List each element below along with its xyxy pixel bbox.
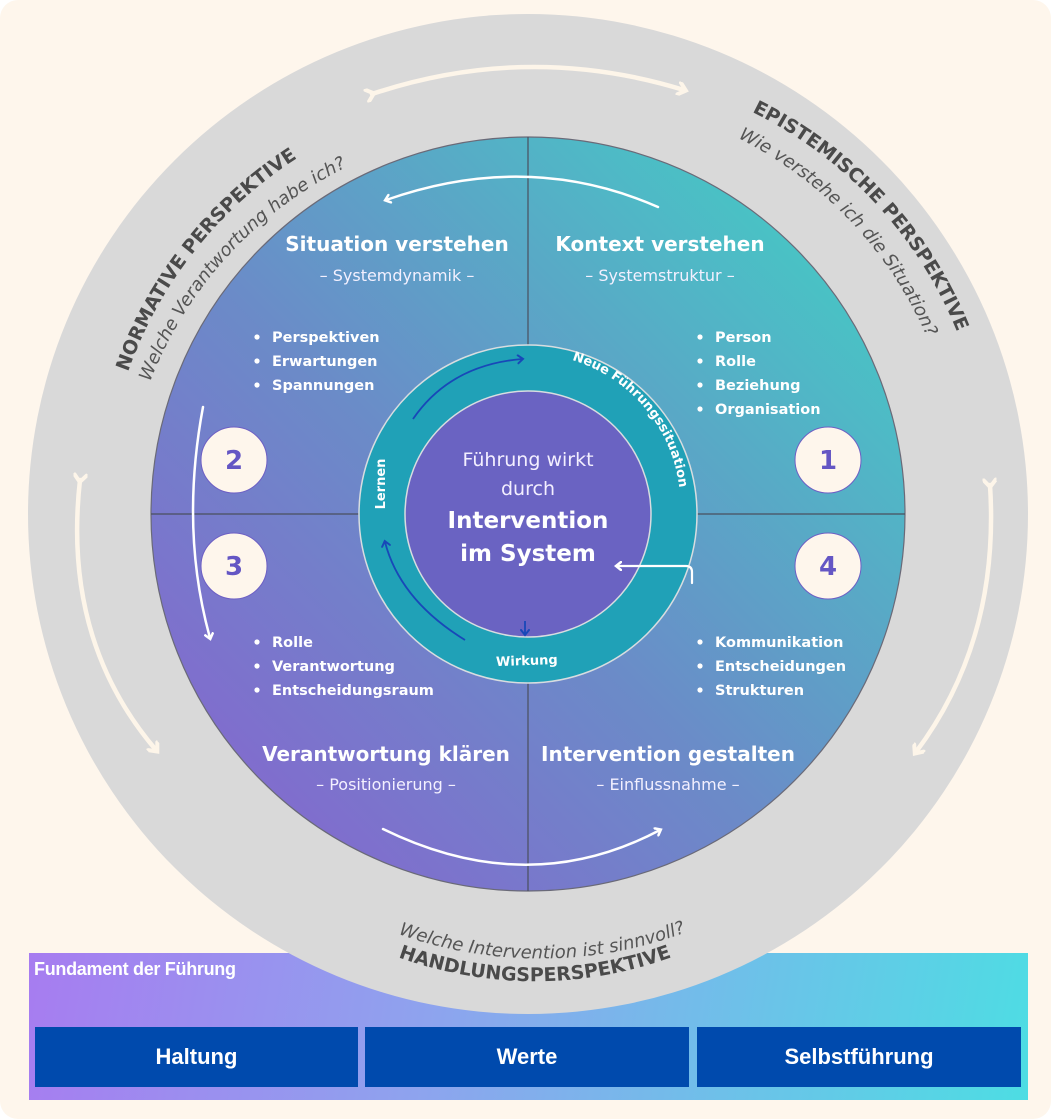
pillar-haltung: Haltung — [35, 1027, 358, 1087]
pillar-werte: Werte — [365, 1027, 689, 1087]
cycle-label-effect: Wirkung — [496, 653, 558, 670]
list-item: Rolle — [272, 635, 313, 651]
bullet-dot — [697, 406, 703, 412]
quadrant-items: Rolle Verantwortung Entscheidungsraum — [254, 635, 434, 699]
cycle-label-learning: Lernen — [374, 459, 389, 510]
foundation-title: Fundament der Führung — [34, 959, 236, 979]
quadrant-items: Person Rolle Beziehung Organisation — [697, 330, 821, 418]
bullet-dot — [697, 382, 703, 388]
center-line-4: im System — [460, 541, 596, 567]
quadrant-title: Verantwortung klären — [262, 742, 510, 766]
inner-arrow-left — [191, 405, 210, 638]
quadrant-responsibility: 3 Rolle Verantwortung Entscheidungsraum … — [200, 532, 510, 794]
center-circle — [404, 390, 652, 638]
step-badge — [794, 532, 862, 600]
list-item: Erwartungen — [272, 354, 378, 370]
bullet-dot — [697, 663, 703, 669]
list-item: Beziehung — [715, 378, 800, 394]
cycle-arrow-left — [381, 539, 466, 641]
outer-arrow-top — [372, 64, 684, 94]
step-number: 2 — [225, 446, 243, 476]
bullet-dot — [254, 382, 260, 388]
pillar-selbstfuehrung: Selbstführung — [697, 1027, 1021, 1087]
list-item: Strukturen — [715, 683, 804, 699]
bullet-dot — [697, 687, 703, 693]
step-badge — [200, 426, 268, 494]
list-item: Organisation — [715, 402, 821, 418]
step-badge — [200, 532, 268, 600]
bullet-dot — [254, 334, 260, 340]
inner-arrow-bottom — [381, 829, 660, 866]
quadrant-subtitle: – Systemstruktur – — [585, 266, 734, 285]
center-line-2: durch — [501, 478, 555, 500]
outer-arrow-left — [77, 480, 156, 750]
list-item: Kommunikation — [715, 635, 843, 651]
quadrant-items: Perspektiven Erwartungen Spannungen — [254, 330, 380, 394]
quadrant-subtitle: – Positionierung – — [316, 775, 456, 794]
list-item: Verantwortung — [272, 659, 395, 675]
step-number: 3 — [225, 552, 243, 582]
bullet-dot — [254, 358, 260, 364]
quadrant-subtitle: – Einflussnahme – — [596, 775, 739, 794]
list-item: Person — [715, 330, 772, 346]
quadrant-title: Intervention gestalten — [541, 742, 795, 766]
quadrant-items: Kommunikation Entscheidungen Strukturen — [697, 635, 846, 699]
inner-arrow-top — [386, 175, 660, 209]
bullet-dot — [697, 334, 703, 340]
list-item: Perspektiven — [272, 330, 380, 346]
quadrant-situation: Situation verstehen – Systemdynamik – Pe… — [200, 232, 509, 494]
quadrant-subtitle: – Systemdynamik – — [320, 266, 475, 285]
center-line-1: Führung wirkt — [462, 449, 593, 471]
bullet-dot — [254, 639, 260, 645]
bullet-dot — [697, 358, 703, 364]
quadrant-context: Kontext verstehen – Systemstruktur – Per… — [555, 232, 862, 494]
step-number: 4 — [819, 552, 837, 582]
bullet-dot — [254, 663, 260, 669]
quadrant-intervention: 4 Kommunikation Entscheidungen Strukture… — [541, 532, 862, 794]
outer-arrow-right — [916, 485, 991, 752]
quadrant-title: Situation verstehen — [285, 232, 508, 256]
list-item: Entscheidungsraum — [272, 683, 434, 699]
cycle-arrow-top — [412, 354, 525, 420]
list-item: Entscheidungen — [715, 659, 846, 675]
quadrant-title: Kontext verstehen — [555, 232, 764, 256]
bullet-dot — [254, 687, 260, 693]
intervention-return-arrow — [617, 566, 694, 585]
step-number: 1 — [819, 446, 837, 476]
center-line-3: Intervention — [448, 508, 609, 534]
list-item: Rolle — [715, 354, 756, 370]
bullet-dot — [697, 639, 703, 645]
step-badge — [794, 426, 862, 494]
list-item: Spannungen — [272, 378, 374, 394]
